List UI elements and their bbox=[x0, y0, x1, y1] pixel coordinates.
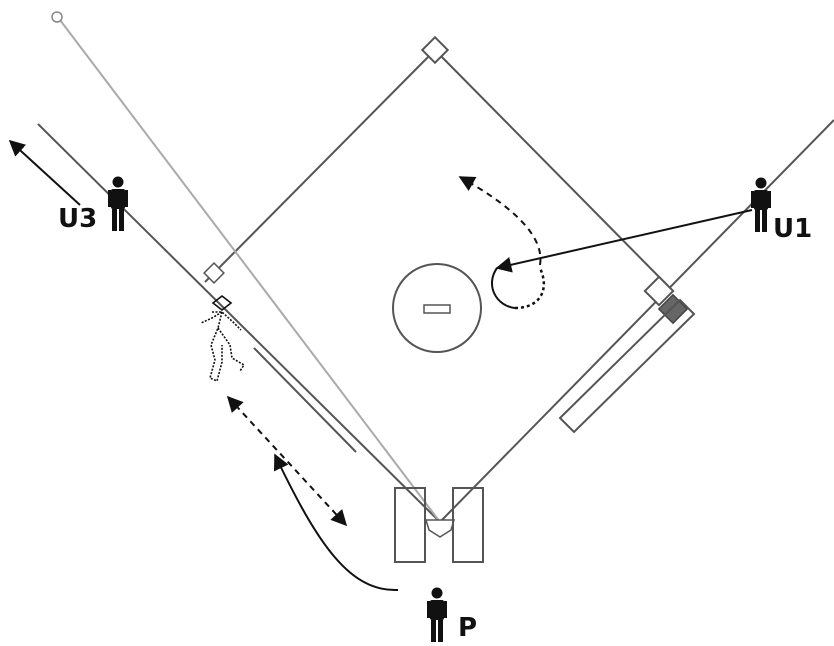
third-base-foul-line bbox=[37, 123, 441, 523]
batters-box-right bbox=[452, 487, 484, 563]
fly-ball-path bbox=[59, 19, 441, 523]
plate-umpire-movement-arrow bbox=[273, 453, 399, 592]
coach-box-line bbox=[253, 347, 357, 453]
u1-loop-dotted-path bbox=[514, 267, 546, 310]
second-base bbox=[420, 35, 450, 65]
plate-umpire-dashed-arrow bbox=[226, 395, 348, 527]
umpire-first-figure-icon bbox=[751, 177, 771, 232]
first-base-foul-line bbox=[439, 119, 834, 523]
home-plate bbox=[424, 519, 456, 538]
runner-figure-icon bbox=[200, 294, 246, 383]
umpire-third-label: U3 bbox=[58, 204, 97, 234]
batters-box-left bbox=[394, 487, 426, 563]
umpire-plate-label: P bbox=[458, 613, 477, 643]
u1-loop-path bbox=[491, 267, 516, 309]
pitchers-rubber bbox=[423, 304, 451, 314]
umpire-first-label: U1 bbox=[773, 214, 812, 244]
umpire-plate-figure-icon bbox=[427, 587, 447, 642]
first-base bbox=[643, 275, 675, 307]
ball-landing-marker bbox=[51, 11, 63, 23]
second-to-third-baseline bbox=[204, 49, 436, 283]
u1-movement-arrow bbox=[495, 209, 753, 273]
running-lane bbox=[558, 298, 696, 434]
third-base bbox=[203, 262, 225, 284]
u1-drift-dashed-arrow bbox=[458, 176, 542, 266]
pitchers-mound bbox=[392, 263, 482, 353]
umpire-third-figure-icon bbox=[108, 176, 128, 231]
second-to-first-baseline bbox=[434, 49, 669, 287]
u3-movement-arrow bbox=[8, 139, 81, 206]
first-base-shaded bbox=[657, 293, 689, 325]
